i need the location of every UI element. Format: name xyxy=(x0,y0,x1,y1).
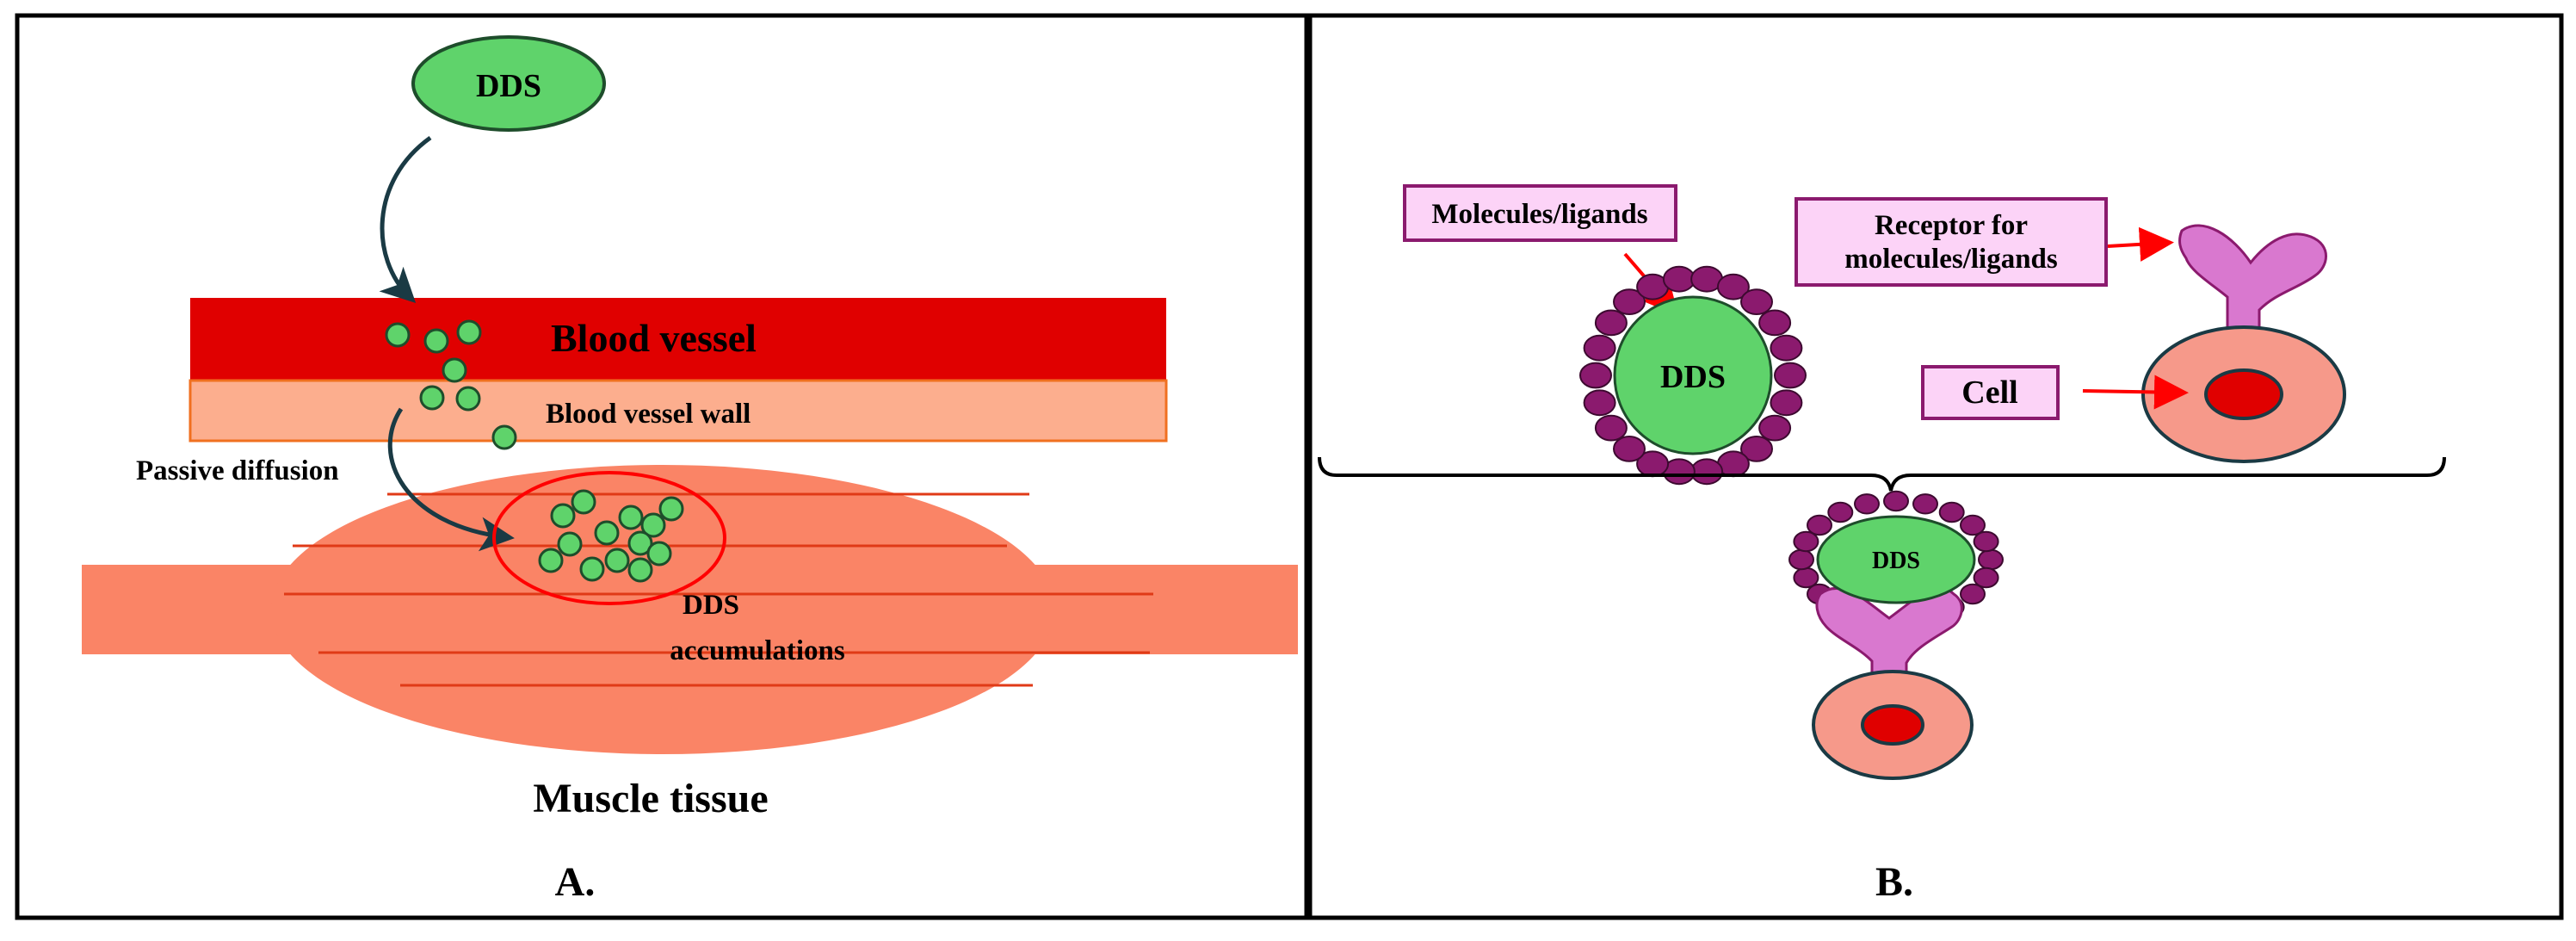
ligand-ring xyxy=(1579,265,1807,486)
ligand xyxy=(1716,273,1750,300)
ligand xyxy=(1807,514,1832,536)
ligand xyxy=(1788,548,1814,571)
accumulation-label-line2: accumulations xyxy=(670,635,845,666)
panel-b-label: B. xyxy=(1875,859,1913,905)
dds-bound-label: DDS xyxy=(1872,548,1920,574)
ligand xyxy=(1793,566,1819,589)
ligand xyxy=(1912,493,1938,515)
receptor-box xyxy=(1795,197,2108,287)
dds-particles-accumulated xyxy=(538,489,684,583)
ligand xyxy=(1758,414,1792,442)
red-arrow-icon xyxy=(2082,375,2189,410)
accumulation-label-line1: DDS xyxy=(683,590,739,621)
receptor-label-line2: molecules/ligands xyxy=(1844,244,2058,275)
ligand xyxy=(1740,436,1773,462)
ligand xyxy=(1854,493,1880,515)
ligand xyxy=(1613,288,1646,316)
ligand xyxy=(1594,414,1628,442)
panel-a-label: A. xyxy=(555,859,596,905)
receptor-label-line1: Receptor for xyxy=(1875,210,2028,241)
ligand xyxy=(1770,389,1803,417)
ligand xyxy=(1770,334,1803,362)
passive-diffusion-label: Passive diffusion xyxy=(136,455,339,486)
muscle-striations xyxy=(284,492,1153,687)
ligand xyxy=(1740,288,1773,316)
blood-vessel xyxy=(190,298,1166,381)
panel-b-frame xyxy=(1307,13,2564,920)
ligand xyxy=(1690,458,1724,486)
ligand xyxy=(1978,548,2004,571)
ligand xyxy=(1662,265,1696,293)
ligand xyxy=(1613,436,1646,462)
cell-box xyxy=(1921,365,2060,420)
cell-label: Cell xyxy=(1961,375,2017,411)
ligand xyxy=(1579,362,1612,389)
ligand xyxy=(1594,309,1628,337)
receptor-bound xyxy=(1815,587,1963,682)
ligand xyxy=(1883,490,1909,512)
receptor xyxy=(2178,224,2327,333)
dds-source-label: DDS xyxy=(476,68,541,104)
dds-particles-vessel xyxy=(385,319,517,450)
curved-arrow-icon xyxy=(379,135,432,304)
ligand xyxy=(1758,309,1792,337)
ligand xyxy=(1793,530,1819,553)
ligand xyxy=(1938,501,1965,523)
cell-nucleus xyxy=(2204,368,2283,420)
dds-carrier xyxy=(1613,295,1773,455)
muscle-belly xyxy=(271,465,1054,754)
ligand xyxy=(1973,530,1999,553)
accumulation-zone xyxy=(492,471,726,605)
ligand xyxy=(1960,514,1986,536)
dds-source xyxy=(411,35,606,132)
brace-icon xyxy=(1318,456,2446,492)
muscle-tissue-label: Muscle tissue xyxy=(533,776,768,821)
ligand xyxy=(1973,566,1999,589)
ligand xyxy=(1583,389,1616,417)
red-arrow-icon xyxy=(2107,226,2174,262)
ligand xyxy=(1960,583,1986,605)
blood-vessel-label: Blood vessel xyxy=(551,316,757,360)
ligand xyxy=(1774,362,1807,389)
molecules-ligands-label: Molecules/ligands xyxy=(1431,199,1647,230)
blood-vessel-wall xyxy=(188,379,1168,443)
molecules-ligands-box xyxy=(1403,184,1677,242)
blood-vessel-wall-label: Blood vessel wall xyxy=(546,399,751,430)
dds-bound xyxy=(1816,515,1976,604)
dds-carrier-label: DDS xyxy=(1660,359,1726,395)
bound-cell-nucleus xyxy=(1861,704,1924,746)
diffusion-curved-arrow-icon xyxy=(387,407,515,552)
ligand xyxy=(1827,501,1854,523)
ligand xyxy=(1583,334,1616,362)
